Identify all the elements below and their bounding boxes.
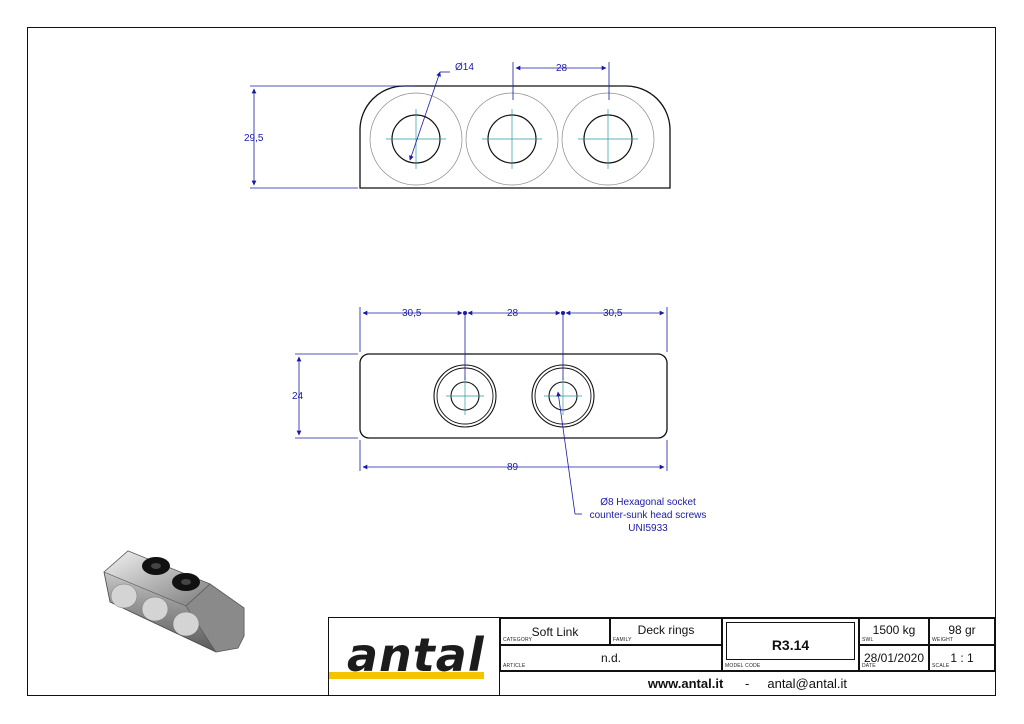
plan-view-dimensions — [295, 307, 668, 515]
model-code-cell: R3.14 MODEL CODE — [722, 618, 859, 671]
article-cell: n.d. ARTICLE — [500, 645, 722, 671]
weight-cell: 98 gr WEIGHT — [929, 618, 995, 645]
dim-height-label: 29,5 — [244, 133, 264, 144]
scale-caption: SCALE — [932, 663, 950, 669]
front-elevation-view — [359, 85, 671, 189]
swl-caption: SWL — [862, 637, 874, 643]
dim-length-label: 89 — [507, 462, 519, 473]
swl-cell: 1500 kg SWL — [859, 618, 929, 645]
dim-center-label: 28 — [507, 308, 519, 319]
weight-value: 98 gr — [948, 623, 976, 637]
screw-note-line2: counter-sunk head screws — [590, 510, 707, 521]
family-caption: FAMILY — [613, 637, 632, 643]
date-caption: DATE — [862, 663, 876, 669]
dim-pitch-label: 28 — [556, 63, 568, 74]
model-code-box: R3.14 — [726, 622, 855, 660]
article-value: n.d. — [600, 651, 621, 665]
screw-note-line1: Ø8 Hexagonal socket — [600, 497, 696, 508]
model-code-value: R3.14 — [771, 637, 810, 653]
date-value: 28/01/2020 — [863, 651, 925, 665]
category-cell: Soft Link CATEGORY — [500, 618, 610, 645]
brand-logo: antal — [329, 618, 500, 695]
family-cell: Deck rings FAMILY — [610, 618, 722, 645]
email-link[interactable]: antal@antal.it — [767, 676, 848, 691]
category-caption: CATEGORY — [503, 637, 533, 643]
date-cell: 28/01/2020 DATE — [859, 645, 929, 671]
title-block: antal Soft Link CATEGORY Deck rings FAMI… — [328, 617, 996, 696]
contact-footer: www.antal.it - antal@antal.it — [500, 671, 995, 695]
family-value: Deck rings — [637, 623, 695, 637]
article-caption: ARTICLE — [503, 663, 526, 669]
plan-view — [359, 353, 668, 439]
scale-value: 1 : 1 — [950, 651, 974, 665]
front-elevation-dimensions — [250, 62, 610, 189]
scale-cell: 1 : 1 SCALE — [929, 645, 995, 671]
category-value: Soft Link — [531, 625, 579, 639]
website-link[interactable]: www.antal.it — [647, 676, 724, 691]
footer-separator: - — [744, 676, 750, 691]
screw-note-line3: UNI5933 — [628, 523, 668, 534]
product-3d-render — [103, 550, 245, 653]
swl-value: 1500 kg — [872, 623, 916, 637]
dim-left-label: 30,5 — [402, 308, 422, 319]
model-code-caption: MODEL CODE — [725, 663, 761, 669]
dim-width-label: 24 — [292, 391, 304, 402]
brand-logo-bar — [329, 672, 484, 679]
weight-caption: WEIGHT — [932, 637, 954, 643]
dim-right-label: 30,5 — [603, 308, 623, 319]
dim-diameter-label: Ø14 — [455, 62, 474, 73]
